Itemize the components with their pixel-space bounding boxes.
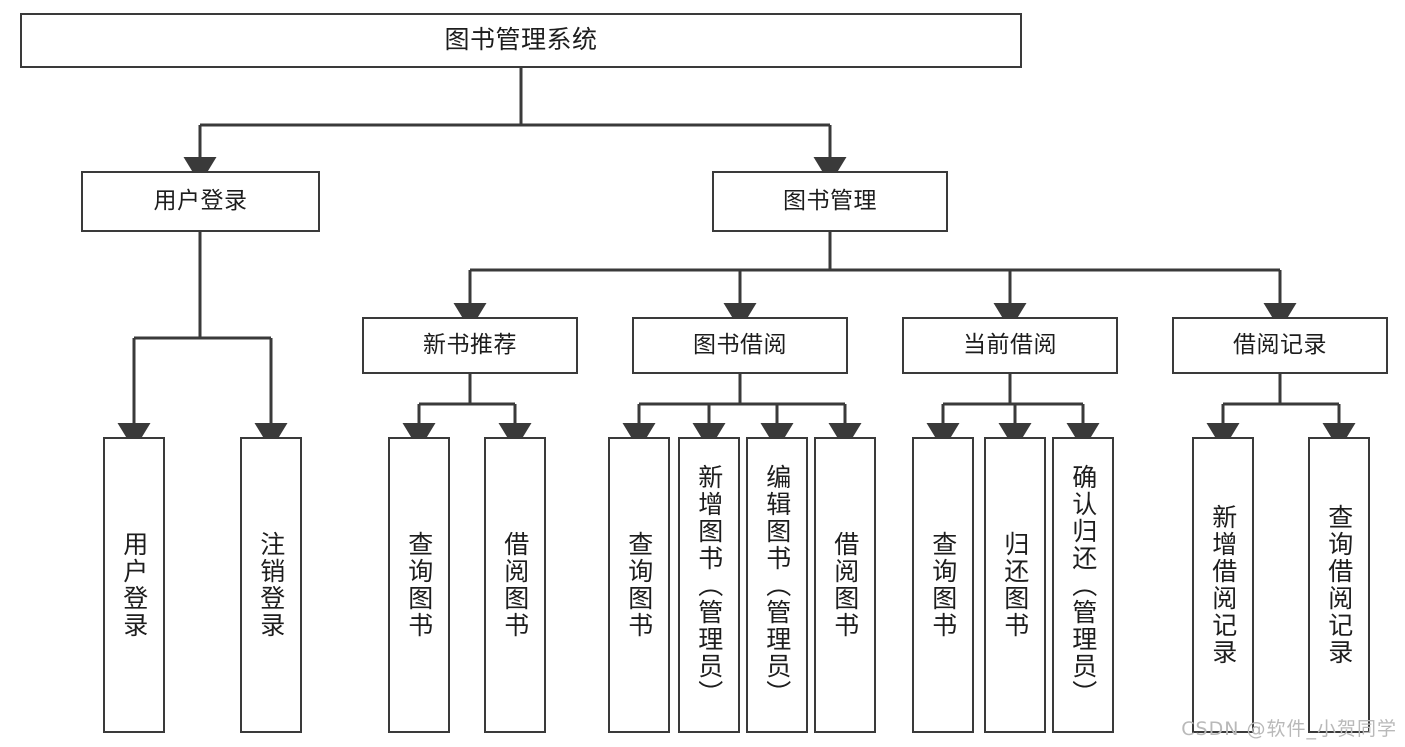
node-leaf-borrow-book-2-label: 借阅图书: [830, 531, 860, 639]
node-borrow-record-label: 借阅记录: [1233, 332, 1327, 359]
node-root[interactable]: 图书管理系统: [20, 13, 1022, 68]
node-leaf-edit-book-label: 编辑图书（管理员）: [762, 463, 792, 707]
node-leaf-user-logout-label: 注销登录: [256, 531, 286, 639]
node-leaf-user-login-label: 用户登录: [119, 531, 149, 639]
node-leaf-borrow-book-1-label: 借阅图书: [500, 531, 530, 639]
node-leaf-query-book-3-label: 查询图书: [928, 531, 958, 639]
node-leaf-query-record-label: 查询借阅记录: [1324, 504, 1354, 666]
node-leaf-query-book-1-label: 查询图书: [404, 531, 434, 639]
watermark: CSDN @软件_小贺同学: [1181, 718, 1397, 740]
node-leaf-edit-book[interactable]: 编辑图书（管理员）: [746, 437, 808, 733]
node-root-label: 图书管理系统: [444, 25, 598, 55]
node-book-manage-label: 图书管理: [783, 188, 877, 215]
node-leaf-borrow-book-1[interactable]: 借阅图书: [484, 437, 546, 733]
node-leaf-add-book-label: 新增图书（管理员）: [694, 463, 724, 707]
node-leaf-add-book[interactable]: 新增图书（管理员）: [678, 437, 740, 733]
node-leaf-add-record[interactable]: 新增借阅记录: [1192, 437, 1254, 733]
node-current-borrow-label: 当前借阅: [963, 332, 1057, 359]
node-leaf-query-book-2-label: 查询图书: [624, 531, 654, 639]
node-leaf-query-record[interactable]: 查询借阅记录: [1308, 437, 1370, 733]
node-current-borrow[interactable]: 当前借阅: [902, 317, 1118, 374]
node-leaf-return-book[interactable]: 归还图书: [984, 437, 1046, 733]
node-book-borrow[interactable]: 图书借阅: [632, 317, 848, 374]
node-leaf-query-book-2[interactable]: 查询图书: [608, 437, 670, 733]
node-user-login-label: 用户登录: [153, 188, 248, 215]
node-book-manage[interactable]: 图书管理: [712, 171, 948, 232]
node-leaf-query-book-1[interactable]: 查询图书: [388, 437, 450, 733]
node-leaf-query-book-3[interactable]: 查询图书: [912, 437, 974, 733]
node-new-book-recommend[interactable]: 新书推荐: [362, 317, 578, 374]
node-user-login[interactable]: 用户登录: [81, 171, 320, 232]
node-leaf-add-record-label: 新增借阅记录: [1208, 504, 1238, 666]
node-new-book-recommend-label: 新书推荐: [423, 332, 517, 359]
node-leaf-confirm-return-label: 确认归还（管理员）: [1068, 463, 1098, 707]
node-book-borrow-label: 图书借阅: [693, 332, 787, 359]
node-leaf-return-book-label: 归还图书: [1000, 531, 1030, 639]
node-leaf-borrow-book-2[interactable]: 借阅图书: [814, 437, 876, 733]
node-leaf-user-logout[interactable]: 注销登录: [240, 437, 302, 733]
node-borrow-record[interactable]: 借阅记录: [1172, 317, 1388, 374]
node-leaf-confirm-return[interactable]: 确认归还（管理员）: [1052, 437, 1114, 733]
node-leaf-user-login[interactable]: 用户登录: [103, 437, 165, 733]
